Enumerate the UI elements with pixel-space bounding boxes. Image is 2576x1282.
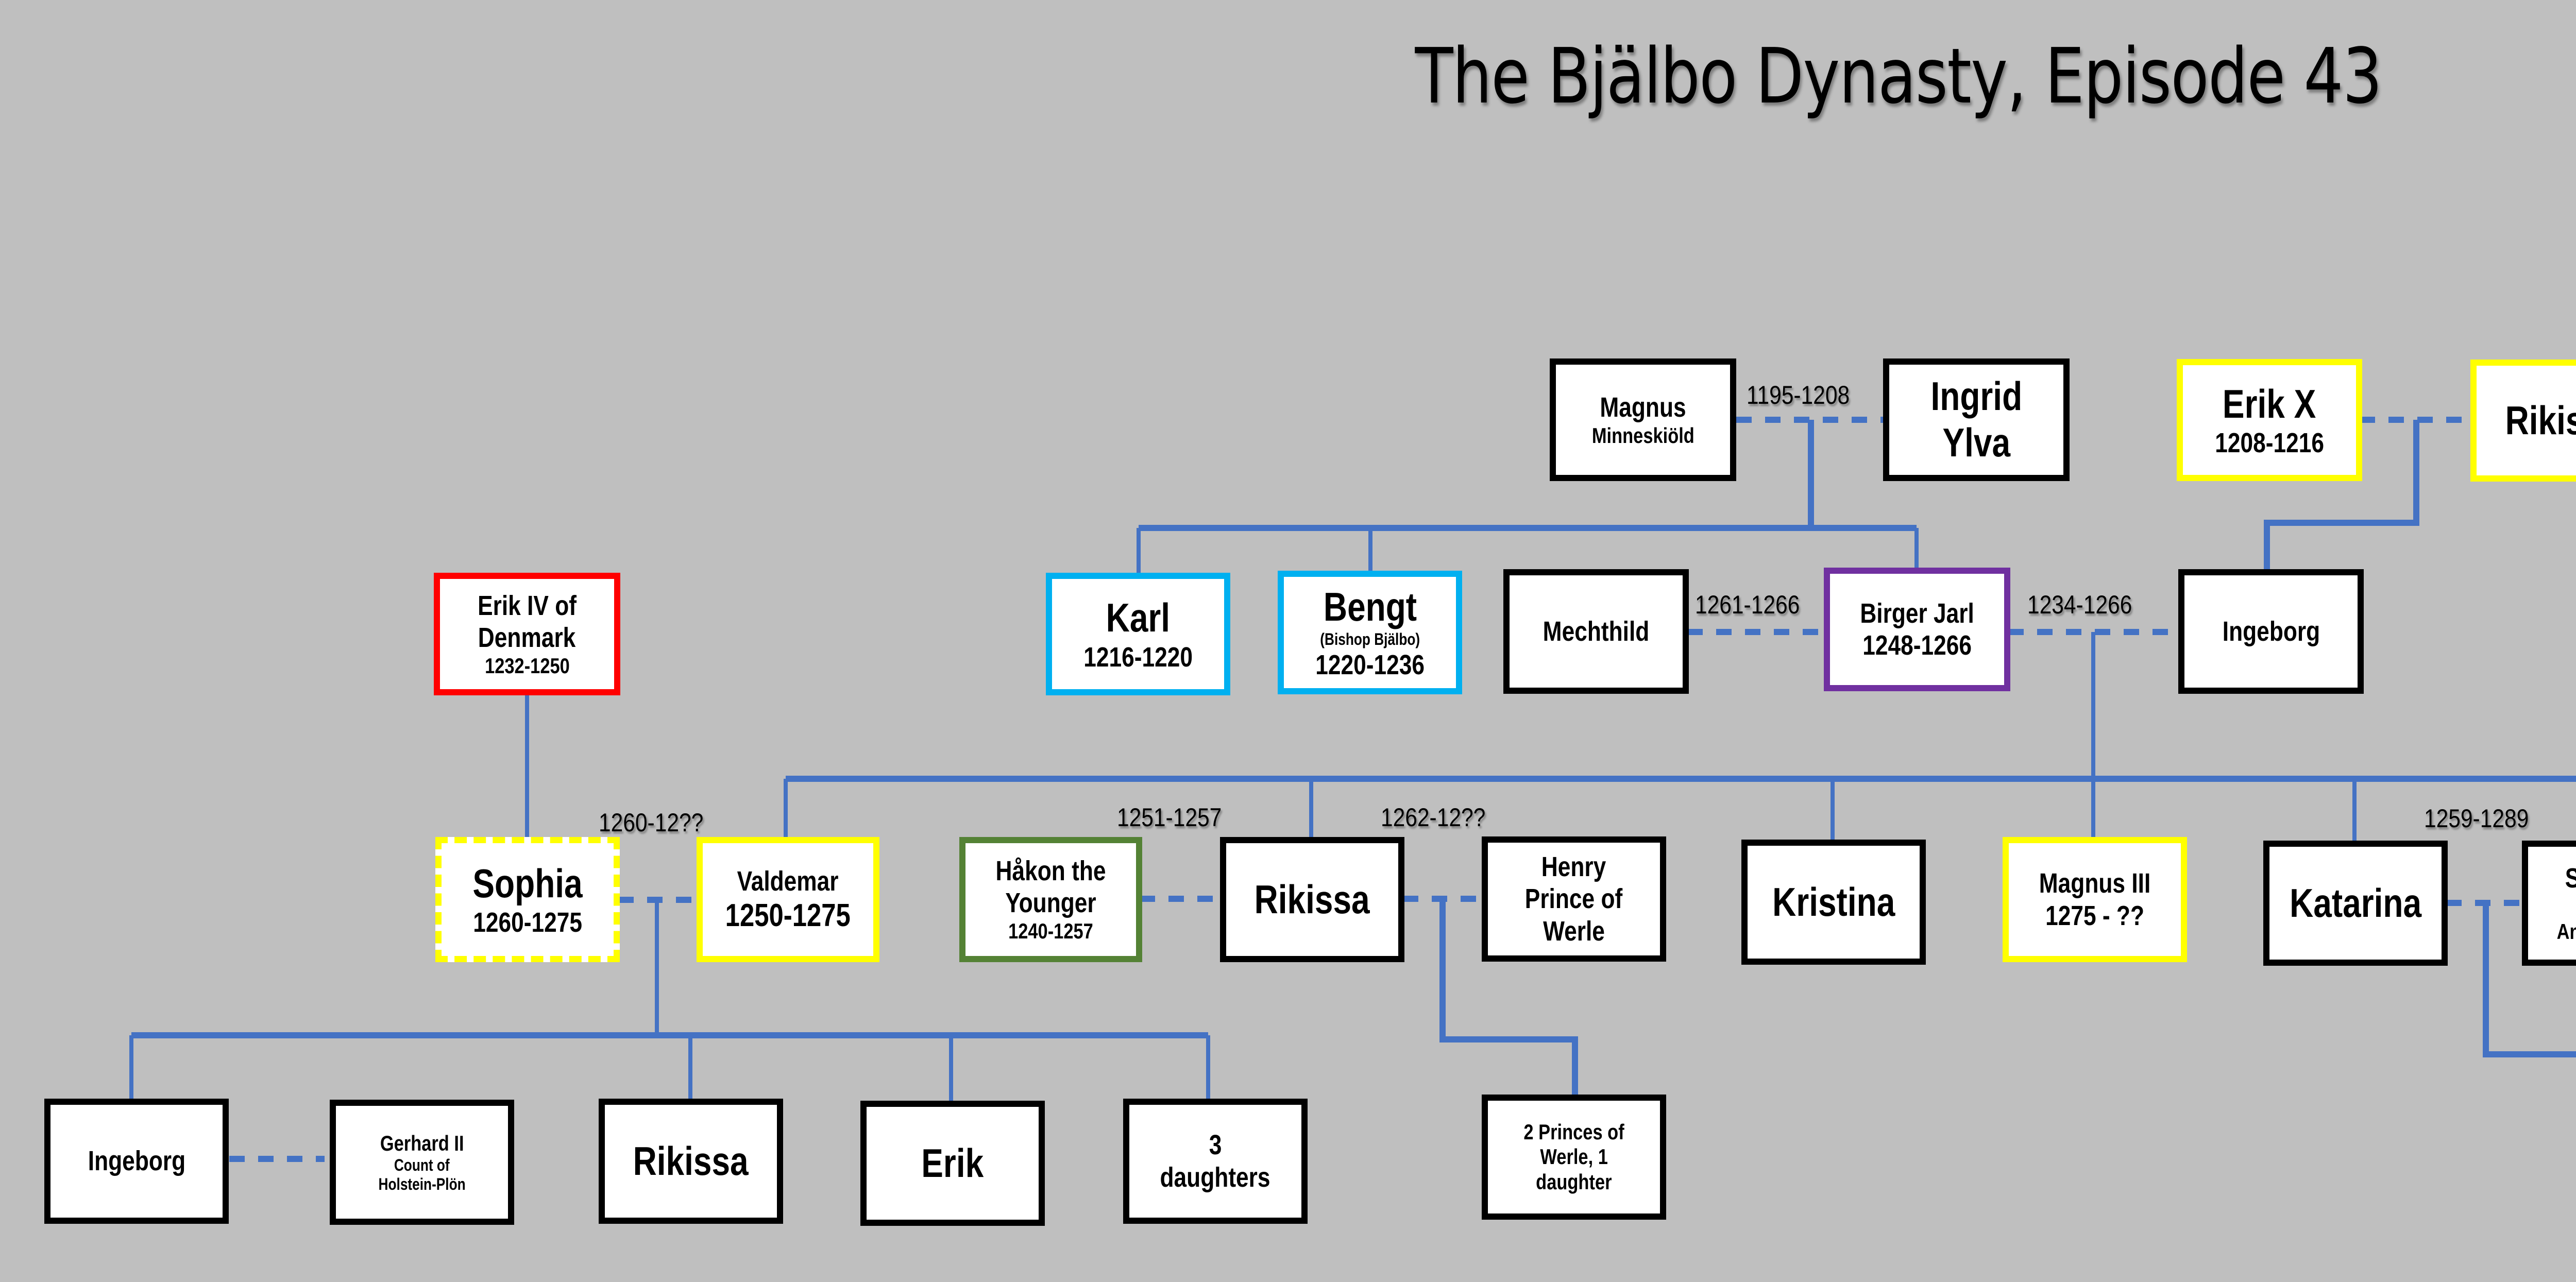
person-name: Siegfried xyxy=(2565,862,2576,894)
person-ingeborg[interactable]: Ingeborg xyxy=(2178,569,2364,694)
person-erik-3[interactable]: Erik xyxy=(860,1101,1045,1226)
person-sophia[interactable]: Sophia 1260-1275 xyxy=(435,837,620,962)
marriage-date: 1260-12?? xyxy=(599,808,704,837)
person-henry-werle[interactable]: Henry Prince of Werle xyxy=(1482,836,1666,962)
person-name: Werle, 1 xyxy=(1540,1144,1608,1169)
person-sub: Count of xyxy=(394,1155,450,1174)
person-name: Birger Jarl xyxy=(1860,597,1974,629)
person-name: Younger xyxy=(1005,887,1096,919)
marriage-date: 1259-1289 xyxy=(2424,804,2529,833)
person-3-daughters[interactable]: 3 daughters xyxy=(1123,1099,1308,1224)
person-rikissa-2[interactable]: Rikissa xyxy=(1220,837,1404,962)
person-name: Rikissa xyxy=(1254,876,1370,922)
marriage-date: 1234-1266 xyxy=(2027,590,2132,619)
person-name: Gerhard II xyxy=(380,1131,464,1155)
marriage-date: 1195-1208 xyxy=(1747,381,1850,409)
person-name: Sophia xyxy=(472,860,583,906)
person-name: Mechthild xyxy=(1543,616,1650,647)
person-name: Ingrid xyxy=(1930,373,2022,419)
person-erik-iv-denmark[interactable]: Erik IV of Denmark 1232-1250 xyxy=(434,573,620,695)
person-magnus-minneskiold[interactable]: Magnus Minneskiöld xyxy=(1550,358,1736,481)
person-name: Karl xyxy=(1106,595,1171,641)
children-line-erikx xyxy=(2264,420,2419,572)
person-dates: 1248-1266 xyxy=(1862,630,1972,661)
marriage-date: 1262-12?? xyxy=(1381,803,1486,832)
person-name: Katarina xyxy=(2290,880,2421,926)
person-sub: Minneskiöld xyxy=(1591,423,1694,448)
person-dates: 1208-1216 xyxy=(2215,428,2324,459)
person-karl[interactable]: Karl 1216-1220 xyxy=(1046,573,1230,695)
person-mechthild[interactable]: Mechthild xyxy=(1503,569,1689,694)
person-sub: Ylva xyxy=(1942,420,2010,465)
person-ingrid-ylva[interactable]: Ingrid Ylva xyxy=(1883,358,2070,481)
person-bengt-bishop[interactable]: Bengt (Bishop Bjälbo) 1220-1236 xyxy=(1278,571,1462,694)
person-dates: 1240-1257 xyxy=(1008,919,1093,944)
person-name: Rikissa xyxy=(633,1138,749,1184)
person-ingeborg-3[interactable]: Ingeborg xyxy=(44,1099,229,1224)
marriage-date: 1261-1266 xyxy=(1695,590,1800,619)
person-birger-jarl[interactable]: Birger Jarl 1248-1266 xyxy=(1824,568,2010,691)
person-dates: 1232-1250 xyxy=(484,653,570,678)
person-name: daughters xyxy=(1160,1161,1271,1193)
page-title: The Bjälbo Dynasty, Episode 43 xyxy=(1415,32,2383,121)
children-line-katarina-siegfried xyxy=(2483,903,2576,1057)
person-dates: 1250-1275 xyxy=(725,897,851,933)
person-name: 2 Princes of xyxy=(1523,1120,1624,1144)
person-name: Magnus xyxy=(1600,391,1686,423)
person-name: Erik X xyxy=(2223,381,2316,426)
person-sub: Holstein-Plön xyxy=(378,1174,466,1193)
person-valdemar[interactable]: Valdemar 1250-1275 xyxy=(697,837,879,962)
person-name: Valdemar xyxy=(737,865,839,897)
children-line-rikissa-henry xyxy=(1439,899,1578,1097)
person-name: Ingeborg xyxy=(88,1146,185,1177)
person-gerhard-ii[interactable]: Gerhard II Count of Holstein-Plön xyxy=(330,1100,514,1225)
person-katarina[interactable]: Katarina xyxy=(2263,841,2448,966)
person-dates: 1275 - ?? xyxy=(2045,900,2144,931)
person-name: daughter xyxy=(1536,1169,1612,1194)
person-rikissa-3[interactable]: Rikissa xyxy=(599,1099,783,1224)
person-dates: 1260-1275 xyxy=(473,907,582,938)
person-dates: 1220-1236 xyxy=(1315,649,1425,681)
person-dates: 1216-1220 xyxy=(1083,641,1193,673)
person-siegfried[interactable]: Siegfried Prince of Anhalt-Zerbst xyxy=(2522,841,2576,966)
person-princes-of-werle[interactable]: 2 Princes of Werle, 1 daughter xyxy=(1482,1095,1666,1220)
person-name: Erik xyxy=(921,1140,984,1186)
person-name: Magnus III xyxy=(2039,868,2151,899)
person-name: Håkon the xyxy=(995,856,1106,887)
person-sub: (Bishop Bjälbo) xyxy=(1320,630,1420,649)
marriage-date: 1251-1257 xyxy=(1117,803,1222,832)
person-name: Ingeborg xyxy=(2222,616,2320,647)
person-name: Erik IV of xyxy=(478,590,577,621)
person-magnus-iii[interactable]: Magnus III 1275 - ?? xyxy=(2003,837,2187,962)
person-kristina[interactable]: Kristina xyxy=(1741,840,1926,965)
person-name: Henry xyxy=(1541,851,1606,883)
person-name: Rikissa xyxy=(2505,397,2576,443)
person-name: Werle xyxy=(1543,915,1605,947)
person-name: Kristina xyxy=(1772,879,1895,925)
person-erik-x[interactable]: Erik X 1208-1216 xyxy=(2177,359,2362,481)
person-sub: Anhalt-Zerbst xyxy=(2556,919,2576,944)
person-name: Bengt xyxy=(1323,584,1417,629)
person-name: Prince of xyxy=(1525,883,1623,915)
person-name: 3 xyxy=(1209,1130,1222,1161)
person-hakon-the-younger[interactable]: Håkon the Younger 1240-1257 xyxy=(959,837,1142,962)
person-name: Denmark xyxy=(478,622,576,653)
person-rikissa[interactable]: Rikissa xyxy=(2470,360,2576,482)
